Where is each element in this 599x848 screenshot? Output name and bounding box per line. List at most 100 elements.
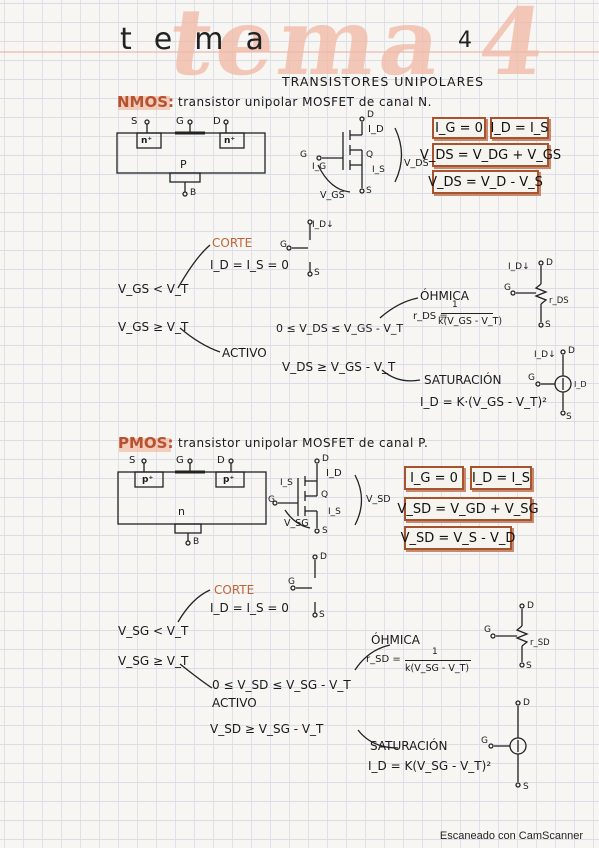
pmos-sat-cond: V_SD ≥ V_SG - V_T [210, 722, 324, 736]
pmos-highlight [119, 438, 171, 452]
nmos-cond-cut: V_GS < V_T [118, 282, 189, 296]
nmos-body-p: P [180, 158, 187, 171]
pmos-rsd-fraction-bar [405, 660, 471, 661]
pmos-eq-vsd-sum: V_SD = V_GD + V_SG [397, 497, 539, 521]
pmos-terminal-s: S [129, 455, 136, 466]
pmos-sym-is2: I_S [328, 507, 341, 517]
nmos-terminal-g: G [176, 116, 184, 127]
nmos-sat-source-id: I_D [574, 380, 587, 389]
pmos-description: transistor unipolar MOSFET de canal P. [178, 436, 429, 450]
pmos-sat-g: G [481, 736, 488, 746]
pmos-pplus-right: p⁺ [223, 475, 235, 485]
pmos-ohm-rsd: r_SD [530, 638, 550, 648]
nmos-ohm-id: I_D↓ [508, 262, 530, 272]
nmos-sym-is: I_S [372, 165, 385, 175]
pmos-label: PMOS: [118, 434, 174, 452]
pmos-sym-vsg: V_SG [284, 518, 309, 529]
pmos-ohmica-cond: 0 ≤ V_SD ≤ V_SG - V_T [212, 678, 351, 692]
pmos-corte-d: D [320, 552, 327, 562]
nmos-corte-id: I_D↓ [312, 220, 334, 230]
nmos-sat-s: S [566, 412, 572, 422]
nmos-rds-num: 1 [452, 300, 458, 310]
nmos-sat-label: SATURACIÓN [424, 373, 502, 387]
pmos-body-n: n [178, 505, 185, 518]
page-number: 4 [458, 28, 472, 53]
pmos-sat-label: SATURACIÓN [370, 739, 448, 753]
pmos-ohm-s: S [526, 661, 532, 671]
pmos-sym-q: Q [321, 490, 329, 500]
pmos-ohm-g: G [484, 625, 491, 635]
nmos-rds-den: k(V_GS - V_T) [438, 316, 503, 327]
nmos-sat-g: G [528, 373, 535, 383]
pmos-pplus-left: p⁺ [142, 475, 154, 485]
nmos-sat-d: D [568, 346, 575, 356]
nmos-nplus-right: n⁺ [224, 136, 236, 146]
pmos-terminal-g: G [176, 455, 184, 466]
pmos-terminal-d: D [217, 455, 225, 466]
nmos-description: transistor unipolar MOSFET de canal N. [178, 95, 432, 109]
pmos-sym-s: S [322, 526, 328, 536]
nmos-sym-q: Q [366, 150, 374, 160]
pmos-rsd-den: k(V_SG - V_T) [405, 663, 470, 674]
nmos-sym-s: S [366, 186, 372, 196]
nmos-ohm-s: S [545, 320, 551, 330]
nmos-terminal-s: S [131, 116, 138, 127]
nmos-ohm-rds: r_DS [549, 296, 569, 306]
pmos-terminal-b: B [193, 537, 200, 547]
pmos-corte-label: CORTE [214, 583, 255, 597]
nmos-terminal-d: D [213, 116, 221, 127]
nmos-eq-id: I_D = I_S [490, 117, 549, 139]
nmos-rds-fraction-bar [441, 313, 493, 314]
nmos-sat-cond: V_DS ≥ V_GS - V_T [282, 360, 396, 374]
nmos-nplus-left: n⁺ [141, 136, 153, 146]
nmos-terminal-b: B [190, 188, 197, 198]
pmos-rsd-eq: r_SD = [366, 654, 401, 665]
nmos-eq-ig: I_G = 0 [432, 117, 486, 139]
nmos-sat-id: I_D↓ [534, 350, 556, 360]
pmos-cond-active: V_SG ≥ V_T [118, 654, 189, 668]
pmos-sat-s: S [523, 782, 529, 792]
pmos-eq-vsd-diff: V_SD = V_S - V_D [401, 526, 515, 550]
nmos-sym-ig: I_G [312, 162, 327, 172]
nmos-cond-active: V_GS ≥ V_T [118, 320, 189, 334]
nmos-sym-g: G [300, 150, 307, 160]
nmos-corte-s: S [314, 268, 320, 278]
pmos-eq-id: I_D = I_S [470, 466, 532, 490]
nmos-sym-vds: V_DS [404, 158, 429, 169]
pmos-activo-label: ACTIVO [212, 696, 257, 710]
nmos-activo-label: ACTIVO [222, 346, 267, 360]
nmos-ohm-d: D [546, 258, 553, 268]
nmos-ohmica-label: ÓHMICA [420, 289, 469, 303]
pmos-rsd-num: 1 [432, 647, 438, 657]
nmos-ohm-g: G [504, 283, 511, 293]
nmos-eq-vds-sum: V_DS = V_DG + V_GS [420, 143, 561, 167]
page-title: tema [120, 22, 286, 57]
pmos-sym-is: I_S [280, 478, 293, 488]
section-heading: TRANSISTORES UNIPOLARES [282, 74, 485, 89]
nmos-corte-label: CORTE [212, 236, 253, 250]
pmos-ohm-d: D [527, 601, 534, 611]
pmos-sat-d: D [523, 698, 530, 708]
pmos-corte-eq: I_D = I_S = 0 [210, 601, 289, 615]
nmos-sym-vgs: V_GS [320, 190, 345, 201]
nmos-label: NMOS: [117, 93, 175, 111]
nmos-highlight [118, 96, 170, 110]
pmos-ohmica-label: ÓHMICA [371, 633, 420, 647]
pmos-cond-cut: V_SG < V_T [118, 624, 189, 638]
pmos-sym-g: G [268, 495, 275, 505]
pmos-sat-eq: I_D = K(V_SG - V_T)² [368, 759, 492, 773]
nmos-eq-vds-diff: V_DS = V_D - V_S [428, 170, 543, 194]
pmos-sym-d: D [322, 454, 329, 464]
pmos-corte-s: S [319, 610, 325, 620]
nmos-corte-eq: I_D = I_S = 0 [210, 258, 289, 272]
nmos-rds-eq: r_DS = [413, 311, 448, 322]
nmos-sym-d: D [367, 110, 374, 120]
nmos-sat-eq: I_D = K·(V_GS - V_T)² [420, 395, 547, 409]
nmos-corte-g: G [280, 240, 287, 250]
pmos-sym-vsd: V_SD [366, 494, 391, 505]
scanner-watermark: Escaneado con CamScanner [439, 830, 583, 842]
